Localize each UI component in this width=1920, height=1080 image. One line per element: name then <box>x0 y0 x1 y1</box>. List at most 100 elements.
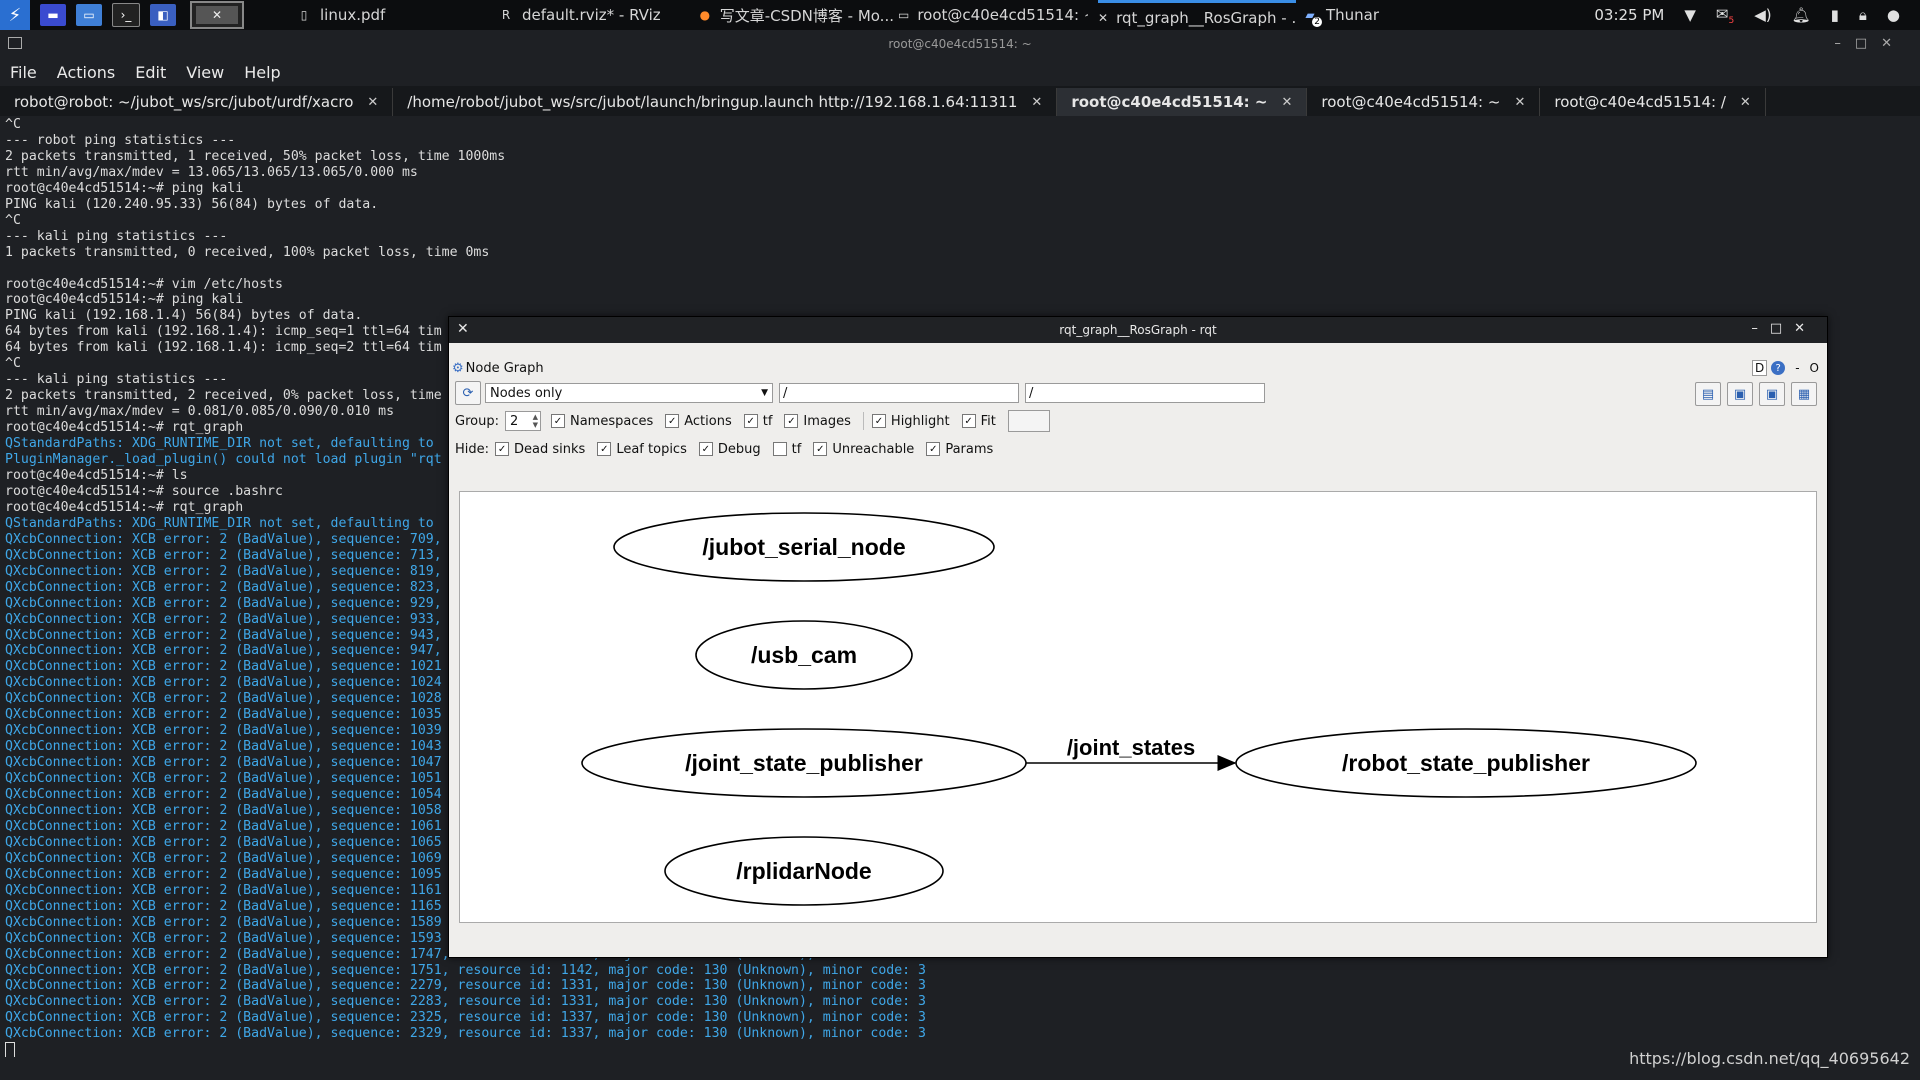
close-plugin-button[interactable]: O <box>1809 361 1819 375</box>
checkmark-icon[interactable]: ✓ <box>495 442 510 456</box>
bell-icon[interactable]: 🔔︎ <box>1791 6 1811 24</box>
graph-node-joint-state-publisher[interactable]: /joint_state_publisher <box>581 728 1027 798</box>
lock-icon[interactable]: 🔒︎ <box>1858 6 1867 24</box>
checkbox-show-namespaces[interactable]: ✓Namespaces <box>550 414 653 429</box>
close-icon[interactable]: ✕ <box>1031 94 1043 110</box>
group-spinbox[interactable]: 2▲▼ <box>504 411 541 431</box>
graph-node-usb-cam[interactable]: /usb_cam <box>695 620 913 690</box>
battery-icon[interactable]: ▮ <box>1830 6 1839 24</box>
task-item-pdf[interactable]: ▯linux.pdf <box>296 0 486 30</box>
menu-help[interactable]: Help <box>244 62 281 82</box>
graph-node-ellipse[interactable] <box>581 728 1027 798</box>
app-menu-icon[interactable]: ⚡ <box>0 0 30 30</box>
checkbox-hide-dead-sinks[interactable]: ✓Dead sinks <box>495 442 585 457</box>
tab-root-slash[interactable]: root@c40e4cd51514: /✕ <box>1540 88 1766 116</box>
checkbox-hide-leaf-topics[interactable]: ✓Leaf topics <box>597 442 687 457</box>
color-picker[interactable] <box>1007 410 1050 432</box>
user-icon[interactable]: ● <box>1886 6 1900 24</box>
rqt-window: ✕ rqt_graph__RosGraph - rqt –□✕ ⚙ Node G… <box>448 316 1828 958</box>
checkmark-icon[interactable]: ✓ <box>871 414 886 428</box>
notification-count: 5 <box>1728 15 1735 26</box>
close-icon[interactable]: ✕ <box>1514 94 1526 110</box>
checkbox-show-actions[interactable]: ✓Actions <box>665 414 732 429</box>
checkbox-hide-debug[interactable]: ✓Debug <box>698 442 761 457</box>
rqt-window-controls[interactable]: –□✕ <box>1751 321 1817 336</box>
plugin-header: ⚙ Node Graph D ? - O <box>449 357 1827 379</box>
task-item-firefox[interactable]: ●写文章-CSDN博客 - Mo... <box>699 6 894 25</box>
checkbox-hide-unreachable[interactable]: ✓Unreachable <box>813 442 914 457</box>
checkbox-show-fit[interactable]: ✓Fit <box>961 414 996 429</box>
close-icon[interactable]: ✕ <box>1281 94 1293 110</box>
load-dot-icon[interactable]: ▤ <box>1695 382 1721 406</box>
terminal-line: QXcbConnection: XCB error: 2 (BadValue),… <box>5 755 442 771</box>
graph-node-jubot-serial-node[interactable]: /jubot_serial_node <box>613 512 995 582</box>
terminal-line: QXcbConnection: XCB error: 2 (BadValue),… <box>5 547 442 563</box>
terminal-line: QXcbConnection: XCB error: 2 (BadValue),… <box>5 914 442 930</box>
task-item-rqt[interactable]: ✕rqt_graph__RosGraph - ... <box>1098 0 1296 33</box>
terminal-line: QStandardPaths: XDG_RUNTIME_DIR not set,… <box>5 436 434 452</box>
checkbox-show-images[interactable]: ✓Images <box>784 414 851 429</box>
graph-node-ellipse[interactable] <box>1235 728 1697 798</box>
tab-xacro[interactable]: robot@robot: ~/jubot_ws/src/jubot/urdf/x… <box>0 88 394 116</box>
checkbox-hide-params[interactable]: ✓Params <box>926 442 993 457</box>
d-button[interactable]: D <box>1751 360 1768 376</box>
monitor-icon[interactable]: ◧ <box>150 4 176 26</box>
filter-row: ⟳ Nodes only▼ / / ▤ ▣ ▣ ▦ <box>449 379 1827 407</box>
checkmark-icon[interactable]: ✓ <box>961 414 976 428</box>
tab-root-home-active[interactable]: root@c40e4cd51514: ~✕ <box>1057 88 1308 116</box>
close-icon[interactable]: ✕ <box>1739 94 1751 110</box>
graph-node-ellipse[interactable] <box>695 620 913 690</box>
menu-edit[interactable]: Edit <box>135 62 167 82</box>
checkmark-icon[interactable]: ✓ <box>597 442 612 456</box>
terminal-window-controls[interactable]: –□✕ <box>1834 36 1906 51</box>
volume-icon[interactable]: ◀) <box>1754 6 1772 24</box>
terminal-line: root@c40e4cd51514:~# vim /etc/hosts <box>5 276 283 292</box>
graph-type-select[interactable]: Nodes only▼ <box>485 383 773 403</box>
graph-node-rplidarnode[interactable]: /rplidarNode <box>664 836 944 906</box>
terminal-line: 2 packets transmitted, 1 received, 50% p… <box>5 148 506 164</box>
graph-node-ellipse[interactable] <box>613 512 995 582</box>
task-item-terminal[interactable]: ▭root@c40e4cd51514: ~ <box>898 6 1088 24</box>
save-image-icon[interactable]: ▦ <box>1791 382 1817 406</box>
tab-root-home[interactable]: root@c40e4cd51514: ~✕ <box>1307 88 1541 116</box>
checkmark-icon[interactable]: ✓ <box>926 442 941 456</box>
graph-node-robot-state-publisher[interactable]: /robot_state_publisher <box>1235 728 1697 798</box>
save-dot-icon[interactable]: ▣ <box>1727 382 1753 406</box>
desktop-icon[interactable]: ▬ <box>40 4 66 26</box>
checkmark-icon[interactable]: ✓ <box>743 414 758 428</box>
terminal-line: QXcbConnection: XCB error: 2 (BadValue),… <box>5 866 442 882</box>
notification-icon[interactable]: ✉5 <box>1715 4 1735 26</box>
graph-node-ellipse[interactable] <box>664 836 944 906</box>
terminal-output[interactable]: ^C--- robot ping statistics ---2 packets… <box>0 117 1920 1057</box>
checkmark-icon[interactable]: ✓ <box>550 414 565 428</box>
save-svg-icon[interactable]: ▣ <box>1759 382 1785 406</box>
wifi-icon[interactable]: ▼ <box>1684 6 1696 24</box>
file-manager-icon[interactable]: ▭ <box>76 4 102 26</box>
refresh-icon[interactable]: ⟳ <box>455 381 481 405</box>
namespace-filter-input[interactable]: / <box>779 383 1019 403</box>
help-icon[interactable]: ? <box>1771 361 1786 375</box>
minimize-plugin-button[interactable]: - <box>1795 361 1800 375</box>
graph-canvas[interactable]: /joint_states/jubot_serial_node/usb_cam/… <box>459 491 1817 923</box>
clock[interactable]: 03:25 PM <box>1594 6 1665 24</box>
menu-view[interactable]: View <box>186 62 225 82</box>
checkmark-icon[interactable]: ✓ <box>784 414 799 428</box>
checkmark-icon[interactable]: ✓ <box>665 414 680 428</box>
tab-bringup[interactable]: /home/robot/jubot_ws/src/jubot/launch/br… <box>393 88 1058 116</box>
checkbox-hide-tf[interactable]: tf <box>772 442 801 457</box>
topic-filter-input[interactable]: / <box>1025 383 1265 403</box>
terminal-line: root@c40e4cd51514:~# rqt_graph <box>5 420 244 436</box>
workspace-switcher[interactable]: ✕ <box>190 1 244 29</box>
terminal-launcher-icon[interactable]: ›_ <box>112 3 140 27</box>
close-icon[interactable]: ✕ <box>367 94 379 110</box>
terminal-line: 2 packets transmitted, 2 received, 0% pa… <box>5 388 442 404</box>
checkbox-show-highlight[interactable]: ✓Highlight <box>871 414 950 429</box>
checkmark-icon[interactable]: ✓ <box>698 442 713 456</box>
checkbox-empty[interactable] <box>772 442 787 456</box>
checkmark-icon[interactable]: ✓ <box>813 442 828 456</box>
menu-actions[interactable]: Actions <box>56 62 116 82</box>
checkbox-show-tf[interactable]: ✓tf <box>743 414 772 429</box>
menu-file[interactable]: File <box>10 62 37 82</box>
